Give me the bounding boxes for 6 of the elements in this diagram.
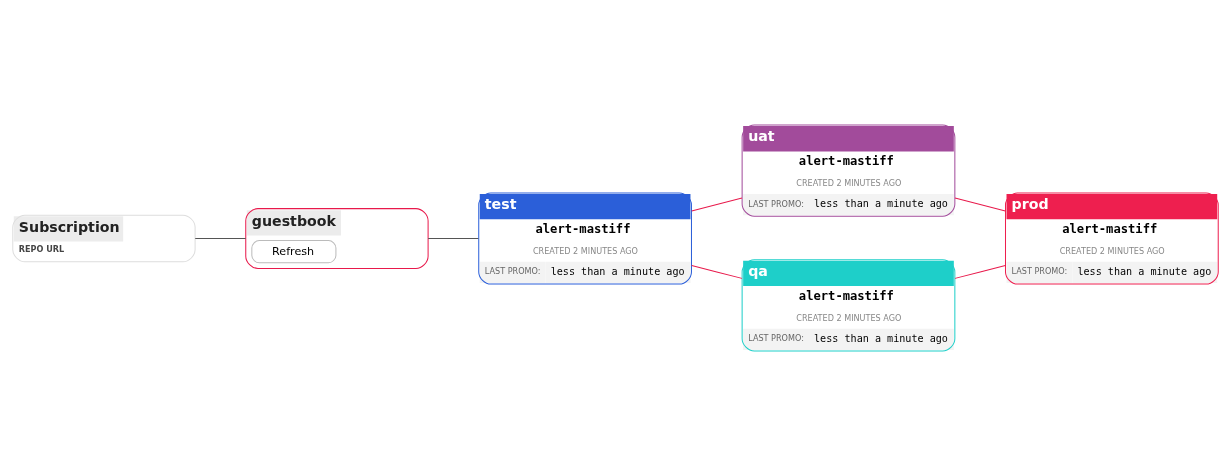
connector xyxy=(194,237,247,239)
connector xyxy=(954,197,1006,212)
connector xyxy=(691,264,743,279)
connector xyxy=(954,264,1006,279)
connector xyxy=(427,237,479,239)
connector xyxy=(691,197,743,212)
